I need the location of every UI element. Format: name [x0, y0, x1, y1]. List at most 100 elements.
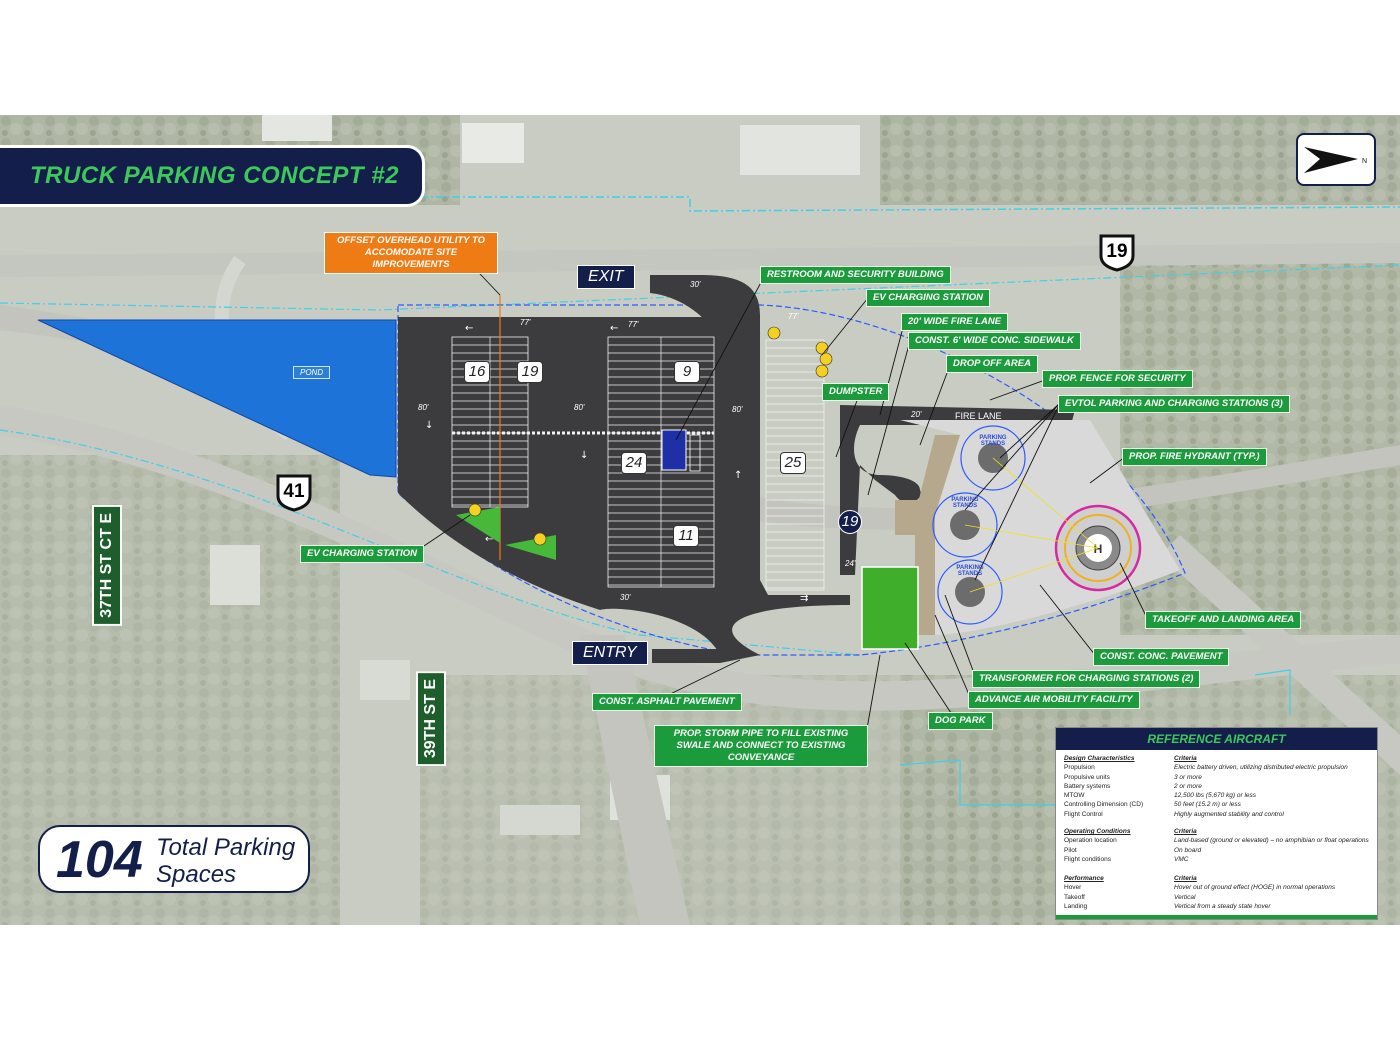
callout-fire-hydrant: PROP. FIRE HYDRANT (TYP.)	[1122, 448, 1267, 466]
svg-text:↑: ↑	[734, 470, 742, 481]
reference-key: Propulsion	[1064, 764, 1095, 772]
reference-row: Landing Vertical from a steady state hove…	[1064, 902, 1369, 911]
svg-text:←: ←	[465, 323, 473, 334]
page-title: TRUCK PARKING CONCEPT #2	[30, 162, 399, 189]
reference-row: Pilot On board	[1064, 846, 1369, 855]
reference-value: Vertical from a steady state hover	[1174, 902, 1271, 910]
reference-row: Hover Hover out of ground effect (HOGE) i…	[1064, 883, 1369, 892]
evtol-stand-label: PARKING STANDS	[951, 497, 979, 509]
route-shield-icon	[1099, 234, 1135, 272]
total-parking-count: 104	[56, 831, 143, 889]
dimension-label: 77'	[628, 320, 639, 329]
reference-key: Hover	[1064, 884, 1082, 892]
reference-value: On board	[1174, 846, 1202, 854]
svg-text:←: ←	[485, 534, 493, 545]
reference-value: Electric battery driven, utilizing distr…	[1174, 764, 1348, 772]
reference-value: Criteria	[1174, 755, 1197, 762]
svg-text:↓: ↓	[580, 450, 588, 461]
callout-aam-facility: ADVANCE AIR MOBILITY FACILITY	[968, 691, 1140, 709]
total-parking-label: Total Parking Spaces	[156, 834, 296, 888]
callout-takeoff-landing: TAKEOFF AND LANDING AREA	[1145, 611, 1302, 629]
reference-row: Propulsion Electric battery driven, utili…	[1064, 763, 1369, 772]
callout-storm-pipe: PROP. STORM PIPE TO FILL EXISTING SWALE …	[654, 725, 868, 767]
callout-conc-pavement: CONST. CONC. PAVEMENT	[1093, 648, 1230, 666]
parking-count-row-e: 25	[780, 452, 806, 474]
callout-ev-charging-bottom: EV CHARGING STATION	[300, 545, 424, 563]
callout-fence: PROP. FENCE FOR SECURITY	[1042, 370, 1193, 388]
reference-value: 2 or more	[1174, 782, 1202, 790]
callout-offset-utility: OFFSET OVERHEAD UTILITY TO ACCOMODATE SI…	[324, 232, 498, 274]
dimension-label: 80'	[574, 403, 585, 412]
reference-group-heading: Design Characteristics Criteria	[1064, 754, 1369, 763]
parking-count-row-a: 16	[464, 361, 490, 383]
reference-key: Operation location	[1064, 837, 1117, 845]
callout-fire-lane: 20' WIDE FIRE LANE	[901, 313, 1009, 331]
reference-value: Hover out of ground effect (HOGE) in nor…	[1174, 884, 1336, 892]
callout-drop-off: DROP OFF AREA	[946, 355, 1038, 373]
reference-key: MTOW	[1064, 792, 1085, 800]
reference-key: Flight conditions	[1064, 855, 1111, 863]
reference-value: 3 or more	[1174, 773, 1202, 781]
fire-lane-text: FIRE LANE	[955, 411, 1002, 421]
reference-row: Flight conditions VMC	[1064, 855, 1369, 864]
entry-label: ENTRY	[572, 641, 648, 665]
title-banner: TRUCK PARKING CONCEPT #2	[0, 145, 425, 207]
reference-row: Takeoff Vertical	[1064, 893, 1369, 902]
svg-text:↓: ↓	[425, 420, 433, 431]
reference-key: Controlling Dimension (CD)	[1064, 801, 1144, 809]
total-parking-box: 104 Total Parking Spaces	[38, 825, 310, 893]
table-footer-bar	[1056, 915, 1377, 919]
reference-key: Pilot	[1064, 846, 1077, 854]
parking-count-row-d: 24	[621, 452, 647, 474]
dimension-label: 24'	[845, 559, 856, 568]
dimension-label: 30'	[690, 280, 701, 289]
dimension-label: 30'	[620, 593, 631, 602]
dimension-label: 80'	[418, 403, 429, 412]
svg-text:H: H	[1094, 542, 1103, 556]
street-37th-st-ct-e: 37TH ST CT E	[92, 505, 122, 626]
callout-dumpster: DUMPSTER	[822, 383, 890, 401]
callout-transformer: TRANSFORMER FOR CHARGING STATIONS (2)	[972, 670, 1201, 688]
reference-row: Controlling Dimension (CD) 50 feet (15.2 …	[1064, 800, 1369, 809]
reference-key: Flight Control	[1064, 810, 1103, 818]
dimension-label: 20'	[911, 410, 922, 419]
route-19-number: 19	[1106, 241, 1128, 262]
reference-key: Takeoff	[1064, 893, 1085, 901]
evtol-stand-label: PARKING STANDS	[956, 565, 984, 577]
svg-text:N: N	[1362, 158, 1367, 165]
reference-row: Propulsive units 3 or more	[1064, 773, 1369, 782]
us-19-shield: 19	[1097, 232, 1137, 272]
reference-key: Battery systems	[1064, 782, 1111, 790]
north-arrow: N	[1296, 133, 1376, 186]
callout-dog-park: DOG PARK	[928, 712, 993, 730]
north-arrow-icon: N	[1304, 147, 1367, 173]
parking-count-row-g: 19	[838, 510, 862, 534]
callout-sidewalk: CONST. 6' WIDE CONC. SIDEWALK	[908, 332, 1081, 350]
callout-ev-charging-top: EV CHARGING STATION	[866, 289, 990, 307]
us-41-shield: 41	[274, 472, 314, 512]
street-39th-st-e: 39TH ST E	[416, 671, 446, 767]
dimension-label: 80'	[732, 405, 743, 414]
evtol-stand-label: PARKING STANDS	[979, 435, 1007, 447]
reference-key: Propulsive units	[1064, 773, 1110, 781]
reference-value: VMC	[1174, 855, 1189, 863]
dimension-label: 77'	[788, 312, 799, 321]
exit-label: EXIT	[577, 265, 635, 289]
reference-value: Criteria	[1174, 828, 1197, 835]
dimension-label: 77'	[520, 318, 531, 327]
reference-key: Design Characteristics	[1064, 755, 1135, 762]
callout-restroom-building: RESTROOM AND SECURITY BUILDING	[760, 266, 951, 284]
reference-key: Landing	[1064, 902, 1088, 910]
reference-value: Vertical	[1174, 893, 1196, 901]
reference-value: 50 feet (15.2 m) or less	[1174, 801, 1241, 809]
parking-count-row-c: 9	[674, 361, 700, 383]
pond-label: POND	[293, 366, 331, 379]
reference-row: Battery systems 2 or more	[1064, 782, 1369, 791]
